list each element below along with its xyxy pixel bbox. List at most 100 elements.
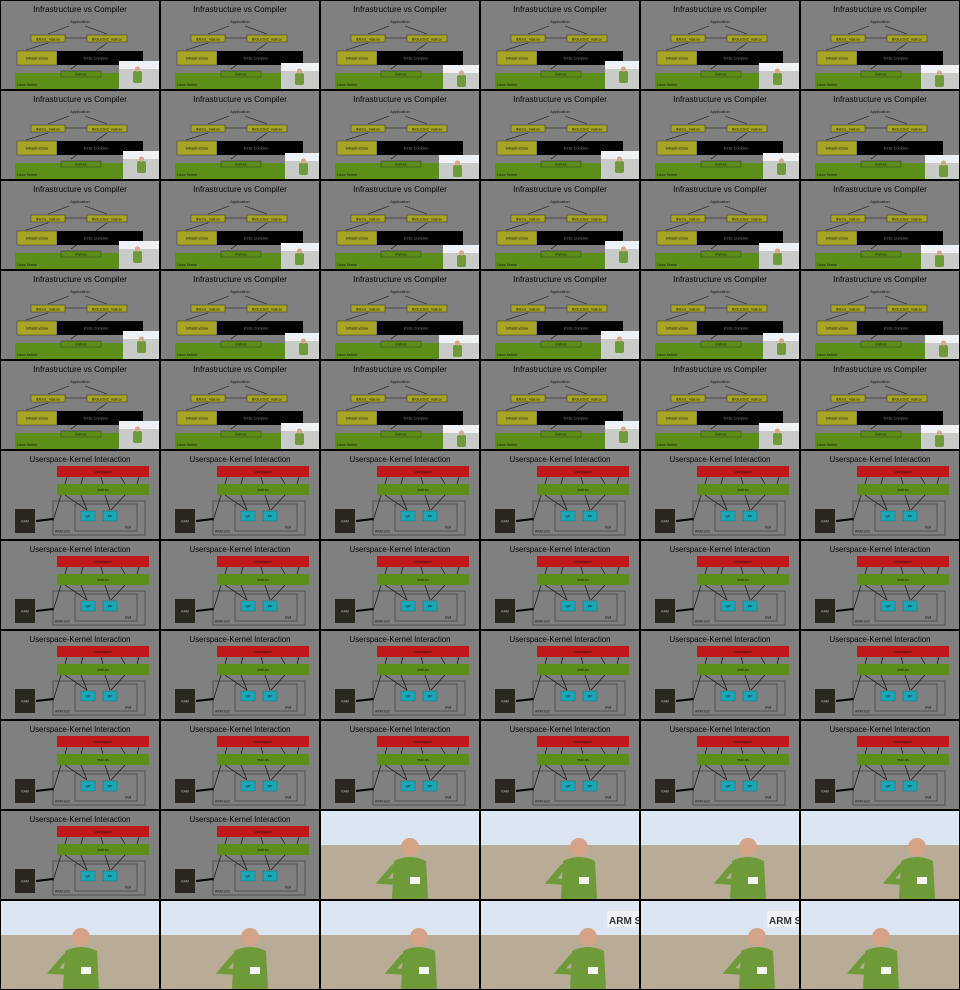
kernel-module-label: mali.ko (737, 758, 748, 762)
lib-gles-box (726, 394, 768, 403)
access-arrow (52, 854, 62, 882)
flow-arrow (665, 402, 689, 411)
syscall-arrow (120, 476, 126, 485)
flow-arrow (207, 115, 230, 125)
compiler-label: ESSL Compiler (724, 327, 749, 331)
userspace-bar (857, 556, 949, 567)
access-arrow (430, 584, 446, 601)
gp-box (720, 780, 736, 792)
flow-arrow (84, 25, 108, 35)
syscall-arrow (600, 746, 606, 755)
infrastructure-label: Infrastructure (346, 237, 368, 241)
userspace-label: Userspace (254, 740, 271, 744)
lib-egl-label: libEGL_mali.so (36, 397, 60, 401)
speaker-notes (917, 877, 927, 884)
infrastructure-label: Infrastructure (506, 327, 528, 331)
userspace-label: Userspace (254, 650, 271, 654)
speaker-arm (713, 864, 755, 886)
syscall-arrow (704, 656, 708, 665)
application-label: Application (870, 199, 890, 204)
application-label: Application (550, 109, 570, 114)
linux-kernel-bar (815, 163, 959, 179)
memory-bus (835, 518, 854, 522)
infrastructure-label: Infrastructure (346, 327, 368, 331)
lib-egl-box (510, 124, 546, 133)
kernel-module-label: mali.ko (75, 73, 86, 77)
kernel-module-label: mali.ko (555, 163, 566, 167)
userspace-bar (537, 736, 629, 747)
kernel-module-label: mali.ko (97, 848, 108, 852)
flow-arrow (564, 205, 588, 215)
access-arrow (212, 764, 222, 792)
access-arrow (424, 584, 431, 601)
speaker-head (401, 838, 419, 856)
kernel-module-label: mali.ko (577, 668, 588, 672)
flow-arrow (884, 385, 908, 395)
lib-egl-box (670, 214, 706, 223)
userspace-label: Userspace (94, 830, 111, 834)
frame-thumbnail: Userspace-Kernel InteractionUserspacemal… (1, 631, 159, 719)
application-label: Application (710, 199, 730, 204)
lib-gles-label: libGLESv2_mali.so (732, 217, 762, 221)
access-arrow (560, 674, 568, 691)
pp-label: PP (748, 784, 753, 788)
mali-box (874, 503, 938, 532)
frame-thumbnail: Infrastructure vs CompilerApplicationlib… (641, 361, 799, 449)
kernel-module-label: mali.ko (257, 848, 268, 852)
application-label: Application (230, 199, 250, 204)
slide-title: Infrastructure vs Compiler (833, 185, 927, 194)
linux-kernel-label: Linux Kernel (17, 443, 37, 447)
ram-box (335, 689, 355, 713)
slide-title: Userspace-Kernel Interaction (350, 635, 451, 644)
speaker-head (908, 838, 926, 856)
syscall-arrow (100, 656, 104, 665)
slide-title: Infrastructure vs Compiler (673, 365, 767, 374)
syscall-arrow (400, 656, 404, 665)
syscall-arrow (260, 476, 264, 485)
mali-label: Mali (925, 706, 931, 710)
arm-soc-label: ARM SoC (55, 620, 71, 624)
slide-title: Infrastructure vs Compiler (513, 95, 607, 104)
syscall-arrow (400, 566, 404, 575)
syscall-arrow (900, 476, 904, 485)
kernel-module-label: mali.ko (417, 668, 428, 672)
lib-egl-box (30, 34, 66, 43)
access-arrow (590, 674, 606, 691)
mali-box (74, 863, 138, 892)
arm-soc-box (372, 680, 466, 716)
flow-arrow (527, 205, 550, 215)
speaker-body (133, 431, 142, 443)
memory-bus (195, 788, 214, 792)
lib-egl-box (350, 394, 386, 403)
access-arrow (80, 854, 88, 871)
compiler-box (537, 231, 623, 245)
access-arrow (264, 584, 271, 601)
access-arrow (212, 854, 222, 882)
access-arrow (864, 584, 888, 601)
kernel-module-label: mali.ko (875, 433, 886, 437)
mali-box (714, 773, 778, 802)
frame-thumbnail: Infrastructure vs CompilerApplicationlib… (481, 271, 639, 359)
mali-box (234, 863, 298, 892)
lib-gles-label: libGLESv2_mali.so (412, 127, 442, 131)
frame-thumbnail (1, 901, 159, 989)
pp-box (582, 780, 598, 792)
lib-egl-box (830, 304, 866, 313)
gp-label: GP (405, 604, 411, 608)
kernel-module-bar (57, 484, 149, 495)
syscall-arrow (560, 746, 564, 755)
frame-thumbnail: Infrastructure vs CompilerApplicationlib… (1, 271, 159, 359)
kernel-module-box (860, 160, 902, 168)
flow-arrow (665, 132, 689, 141)
projection-screen (321, 901, 479, 935)
frame-thumbnail (801, 811, 959, 899)
frame-thumbnail: Userspace-Kernel InteractionUserspacemal… (801, 451, 959, 539)
userspace-bar (217, 736, 309, 747)
frame-thumbnail: Infrastructure vs CompilerApplicationlib… (801, 1, 959, 89)
speaker-arm (846, 954, 888, 976)
pp-label: PP (748, 514, 753, 518)
